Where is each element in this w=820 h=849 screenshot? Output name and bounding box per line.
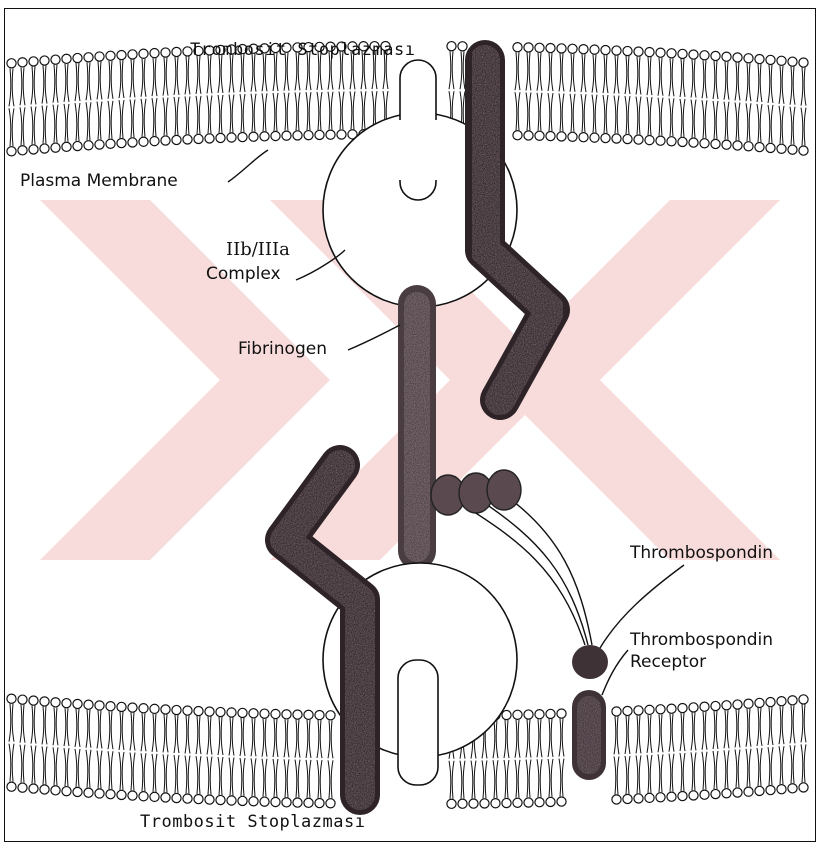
receptor-label-line2: Receptor — [630, 653, 706, 673]
thrombospondin-receptor — [572, 645, 608, 780]
fibrinogen-rod — [398, 285, 436, 570]
receptor-label-line1: Thrombospondin — [630, 631, 773, 651]
fibrinogen-label: Fibrinogen — [238, 340, 327, 360]
plasma-membrane-label: Plasma Membrane — [20, 172, 178, 192]
top-cytoplasm-label: Trombosit Stoplazması — [190, 40, 415, 60]
complex-label-line1: IIb/IIIa — [226, 240, 290, 261]
bottom-cytoplasm-label: Trombosit Stoplazması — [140, 812, 365, 832]
thrombospondin-label: Thrombospondin — [630, 544, 773, 564]
complex-label-line2: Complex — [206, 265, 281, 285]
